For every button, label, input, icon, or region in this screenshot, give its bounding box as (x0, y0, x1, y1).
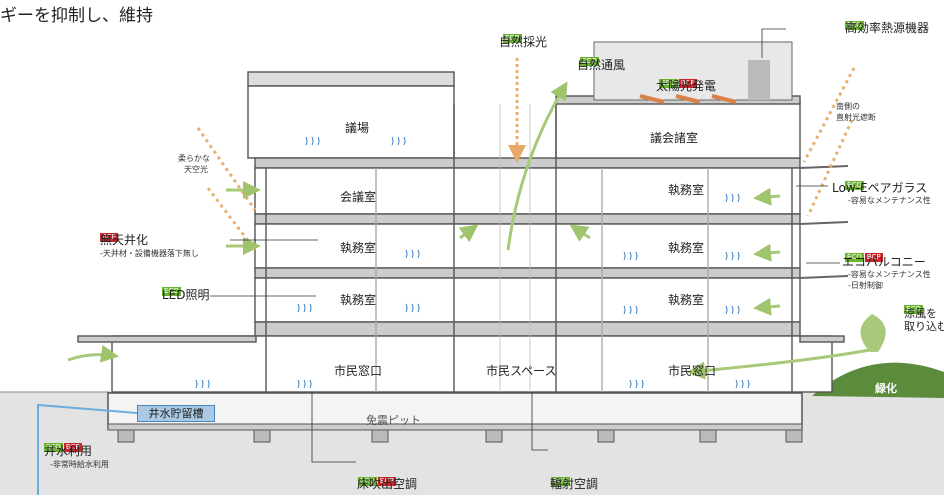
eco-tag: ECO (162, 287, 181, 296)
room-office: 執務室 (340, 293, 377, 307)
bcp-tag: BCP (377, 477, 396, 486)
heat-source-label: 高効率熱源機器 (845, 21, 930, 35)
cool-wind-label: 涼風を (904, 307, 937, 320)
tag-group: ECO (503, 25, 523, 44)
low-e-label: Low-Eペアガラス (832, 181, 928, 195)
bcp-tag: BCP (678, 79, 697, 88)
isolator-piers (117, 429, 803, 443)
eco-tag: ECO (845, 253, 864, 262)
cool-wind-label-2: 取り込む (904, 320, 944, 333)
well-water-tank: 井水貯留槽 (137, 405, 215, 422)
well-water-sub: -非常時給水利用 (50, 460, 109, 469)
no-ceiling-label: 無天井化 (100, 233, 149, 247)
natural-light-label: 自然採光 (499, 35, 548, 49)
greening-mound (812, 362, 944, 398)
tag-group: BCP (100, 224, 119, 243)
floor-ac-label: 床吹出空調 (357, 477, 418, 491)
tag-group: ECO (580, 48, 600, 67)
seismic-pit-label: 免震ピット (366, 414, 421, 427)
room-council: 議会諸室 (650, 131, 699, 145)
eco-tag: ECO (503, 34, 522, 43)
tag-group: ECO (162, 278, 182, 297)
bcp-tag: BCP (63, 443, 82, 452)
eco-tag: ECO (659, 79, 678, 88)
tag-group: ECO (904, 296, 924, 315)
solar-power-label: 太陽光発電 (656, 79, 717, 93)
led-label: LED照明 (162, 288, 210, 302)
radiant-waves (195, 136, 750, 389)
eco-tag: ECO (904, 305, 923, 314)
south-sun-label: 南側の (836, 102, 860, 111)
tag-group: ECO (845, 172, 865, 191)
eco-balcony-louvers (799, 165, 849, 279)
eco-balcony-sub-1: -容易なメンテナンス性 (848, 270, 931, 279)
airflow-arrows (67, 81, 881, 380)
room-office: 執務室 (668, 183, 705, 197)
radiant-ac-label: 輻射空調 (550, 477, 599, 491)
room-office: 執務室 (340, 241, 377, 255)
room-office: 執務室 (668, 293, 705, 307)
room-office: 執務室 (668, 241, 705, 255)
room-civic-space: 市民スペース (486, 364, 557, 378)
eco-tag: ECO (845, 181, 864, 190)
soft-sky-label: 柔らかな (178, 154, 210, 163)
room-civic-window: 市民窓口 (334, 364, 383, 378)
well-water-label: 井水利用 (44, 444, 93, 458)
bcp-tag: BCP (100, 233, 118, 242)
solar-panels (639, 94, 737, 104)
eco-tag: ECO (358, 477, 377, 486)
eco-tag: ECO (580, 57, 599, 66)
eco-tag: ECO (551, 477, 570, 486)
basement-slab (107, 392, 803, 430)
header-text: ギーを抑制し、維持 (0, 6, 153, 26)
eco-balcony-sub-2: -日射制御 (848, 281, 883, 290)
eco-balcony-label: エコバルコニー (842, 255, 926, 269)
building-frame (77, 71, 845, 393)
room-meeting: 会議室 (340, 190, 377, 204)
room-assembly: 議場 (345, 121, 370, 135)
low-e-sub: -容易なメンテナンス性 (848, 196, 931, 205)
leader-lines (210, 28, 840, 463)
well-water-pipe (37, 403, 138, 495)
tag-group: ECO (551, 468, 571, 487)
eco-tag: ECO (845, 21, 864, 30)
soft-sky-label-2: 天空光 (184, 165, 208, 174)
tag-group: ECO (845, 12, 865, 31)
room-civic-window: 市民窓口 (668, 364, 717, 378)
greening-label: 緑化 (875, 382, 897, 395)
tree (860, 314, 886, 352)
eco-tag: ECO (44, 443, 63, 452)
no-ceiling-sub: -天井材・設備機器落下無し (100, 249, 199, 258)
bcp-tag: BCP (864, 253, 883, 262)
natural-ventilation-label: 自然通風 (577, 58, 626, 72)
south-sun-label-2: 直射光遮断 (836, 113, 876, 122)
